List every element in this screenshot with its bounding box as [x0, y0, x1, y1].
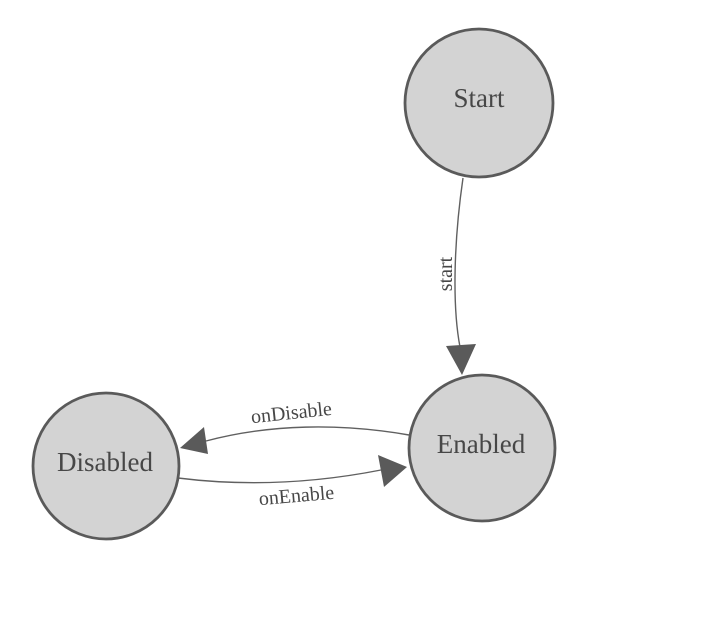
- state-node-start-label: Start: [454, 83, 505, 113]
- state-node-start-circle: [403, 27, 555, 179]
- transition-disabled-to-enabled: onEnable: [177, 455, 407, 511]
- arrowhead-icon: [446, 344, 476, 375]
- edge-label-onenable: onEnable: [258, 482, 335, 511]
- transition-start-to-enabled: start: [435, 177, 476, 375]
- state-node-disabled-circle: [31, 391, 181, 541]
- transition-disabled-to-enabled-path: [177, 469, 382, 484]
- arrowhead-icon: [378, 455, 407, 487]
- arrowhead-icon: [180, 427, 208, 454]
- state-node-disabled-label: Disabled: [57, 447, 153, 477]
- transition-enabled-to-disabled: onDisable: [180, 398, 410, 454]
- state-node-enabled-label: Enabled: [437, 429, 526, 459]
- edge-label-ondisable: onDisable: [250, 398, 333, 428]
- transition-enabled-to-disabled-path: [205, 426, 410, 442]
- state-node-start: Start: [403, 27, 555, 179]
- transition-start-to-enabled-path: [454, 177, 464, 348]
- state-node-disabled: Disabled: [31, 391, 181, 541]
- edge-label-start: start: [435, 256, 457, 291]
- state-node-enabled: Enabled: [407, 373, 557, 523]
- state-node-enabled-circle: [407, 373, 557, 523]
